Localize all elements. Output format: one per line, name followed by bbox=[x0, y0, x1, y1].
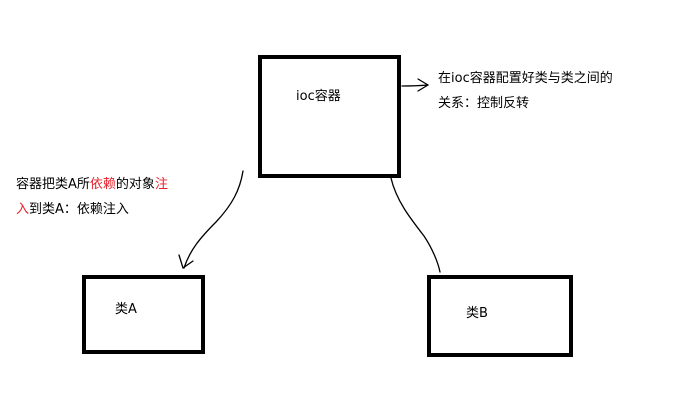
di-note-line1: 容器把类A所依赖的对象注 bbox=[16, 172, 168, 197]
di-note: 容器把类A所依赖的对象注 入到类A：依赖注入 bbox=[16, 172, 168, 222]
di-note-text: 到类A：依赖注入 bbox=[29, 202, 129, 217]
ioc-note-line1: 在ioc容器配置好类与类之间的 bbox=[438, 71, 613, 86]
line-ioc-to-class-b bbox=[390, 177, 441, 273]
arrow-ioc-to-class-a bbox=[183, 170, 244, 269]
di-note-highlight: 入 bbox=[16, 202, 30, 217]
class-b-box bbox=[427, 275, 573, 357]
class-a-label: 类A bbox=[115, 302, 137, 317]
ioc-note-line2: 关系：控制反转 bbox=[438, 96, 530, 111]
di-note-highlight: 注 bbox=[154, 177, 168, 192]
ioc-note: 在ioc容器配置好类与类之间的 关系：控制反转 bbox=[438, 66, 613, 116]
di-note-text: 容器把类A所 bbox=[16, 177, 90, 192]
arrowhead-ioc-note bbox=[417, 78, 429, 92]
arrowhead-class-a bbox=[178, 254, 194, 269]
di-note-line2: 入到类A：依赖注入 bbox=[16, 197, 168, 222]
class-a-box bbox=[82, 275, 205, 354]
ioc-container-box bbox=[258, 55, 401, 178]
di-note-highlight: 依赖 bbox=[89, 177, 116, 192]
ioc-container-label: ioc容器 bbox=[296, 89, 341, 104]
arrow-ioc-to-note bbox=[401, 84, 429, 87]
di-note-text: 的对象 bbox=[115, 177, 155, 192]
class-b-label: 类B bbox=[466, 306, 488, 321]
